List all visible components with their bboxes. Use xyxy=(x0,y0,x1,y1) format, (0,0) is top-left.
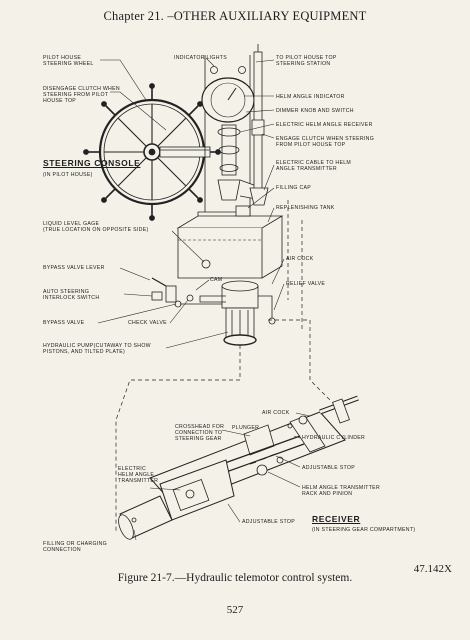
receiver-end-cylinder xyxy=(118,495,173,540)
label-adjustable-stop-right: ADJUSTABLE STOP xyxy=(302,465,355,471)
label-line: ENGAGE CLUTCH WHEN STEERING xyxy=(276,136,375,142)
label-line: ELECTRIC CABLE TO HELM xyxy=(276,160,352,166)
label-line: ADJUSTABLE STOP xyxy=(242,519,296,525)
receiver-title: RECEIVER xyxy=(312,514,361,524)
label-bypass-valve-lever: BYPASS VALVE LEVER xyxy=(43,265,105,271)
label-cam: CAM xyxy=(210,277,222,283)
label-hydraulic-pump: HYDRAULIC PUMP(CUTAWAY TO SHOW PISTONS, … xyxy=(43,343,151,355)
label-electric-helm-receiver: ELECTRIC HELM ANGLE RECEIVER xyxy=(276,122,373,128)
label-to-pilot-house-top: TO PILOT HOUSE TOP STEERING STATION xyxy=(276,55,337,67)
label-line: RELIEF VALVE xyxy=(286,281,326,287)
label-line: HELM ANGLE INDICATOR xyxy=(276,94,345,100)
label-line: HYDRAULIC PUMP(CUTAWAY TO SHOW xyxy=(43,343,151,349)
page-number: 527 xyxy=(226,604,244,616)
figure-caption: Figure 21-7.—Hydraulic telemotor control… xyxy=(117,572,353,584)
label-line: ELECTRIC HELM ANGLE RECEIVER xyxy=(276,122,373,128)
label-air-cock-top: AIR COCK xyxy=(286,256,313,262)
label-dimmer-knob: DIMMER KNOB AND SWITCH xyxy=(276,108,354,114)
label-line: FILLING OR CHARGING xyxy=(43,541,107,547)
label-line: PILOT HOUSE xyxy=(43,55,82,61)
label-line: CAM xyxy=(210,277,223,283)
label-line: INDICATOR LIGHTS xyxy=(174,55,228,61)
label-line: DIMMER KNOB AND SWITCH xyxy=(276,108,354,114)
label-line: CONNECTION TO xyxy=(175,430,223,436)
label-hydraulic-cylinder: HYDRAULIC CYLINDER xyxy=(302,435,365,441)
label-electric-cable: ELECTRIC CABLE TO HELM ANGLE TRANSMITTER xyxy=(276,160,351,172)
label-line: DISENGAGE CLUTCH WHEN xyxy=(43,86,120,92)
bypass-and-valves xyxy=(151,277,222,308)
label-adjustable-stop-bottom: ADJUSTABLE STOP xyxy=(242,519,295,525)
label-line: PISTONS, AND TILTED PLATE) xyxy=(43,349,126,355)
label-line: TO PILOT HOUSE TOP xyxy=(276,55,337,61)
label-line: INTERLOCK SWITCH xyxy=(43,295,100,301)
label-line: FILLING CAP xyxy=(276,185,312,191)
label-line: CHECK VALVE xyxy=(128,320,167,326)
label-electric-helm-transmitter: ELECTRIC HELM ANGLE TRANSMITTER xyxy=(118,466,158,484)
label-line: AIR COCK xyxy=(262,410,290,416)
replenishing-tank xyxy=(176,205,284,279)
label-disengage-clutch: DISENGAGE CLUTCH WHEN STEERING FROM PILO… xyxy=(43,86,120,104)
label-line: REPLENISHING TANK xyxy=(276,205,335,211)
label-line: FROM PILOT HOUSE TOP xyxy=(276,142,346,148)
label-auto-steering-interlock: AUTO STEERING INTERLOCK SWITCH xyxy=(43,289,99,301)
label-line: AUTO STEERING xyxy=(43,289,90,295)
label-indicator-lights: INDICATOR LIGHTS xyxy=(174,55,227,61)
label-line: CROSSHEAD FOR xyxy=(175,424,225,430)
label-line: HYDRAULIC CYLINDER xyxy=(302,435,366,441)
connecting-piping xyxy=(115,200,331,532)
steering-console-subtitle: (IN PILOT HOUSE) xyxy=(43,172,93,178)
label-line: ADJUSTABLE STOP xyxy=(302,465,356,471)
pilot-house-top-shaft xyxy=(249,44,269,206)
label-line: HOUSE TOP xyxy=(43,98,77,104)
chapter-header: Chapter 21. –OTHER AUXILIARY EQUIPMENT xyxy=(103,9,367,23)
console-column xyxy=(201,55,263,216)
receiver-subtitle: (IN STEERING GEAR COMPARTMENT) xyxy=(312,527,416,533)
label-line: HELM ANGLE xyxy=(118,472,155,478)
label-line: PLUNGER xyxy=(232,425,260,431)
label-line: BYPASS VALVE LEVER xyxy=(43,265,105,271)
label-line: CONNECTION xyxy=(43,547,81,553)
figure-number: 47.142X xyxy=(413,563,452,575)
label-engage-clutch: ENGAGE CLUTCH WHEN STEERING FROM PILOT H… xyxy=(276,136,374,148)
label-line: STEERING GEAR xyxy=(175,436,222,442)
wheel-shaft xyxy=(159,146,211,158)
label-line: ANGLE TRANSMITTER xyxy=(276,166,337,172)
label-line: BYPASS VALVE xyxy=(43,320,85,326)
label-line: STEERING STATION xyxy=(276,61,331,67)
hydraulic-pump xyxy=(199,280,276,346)
label-line: LIQUID LEVEL GAGE xyxy=(43,221,100,227)
leader-lines xyxy=(97,57,311,541)
label-line: AIR COCK xyxy=(286,256,314,262)
label-check-valve: CHECK VALVE xyxy=(128,320,167,326)
label-line: RACK AND PINION xyxy=(302,491,353,497)
label-replenishing-tank: REPLENISHING TANK xyxy=(276,205,335,211)
label-line: (TRUE LOCATION ON OPPOSITE SIDE) xyxy=(43,227,149,233)
label-line: HELM ANGLE TRANSMITTER xyxy=(302,485,380,491)
receiver-helm-transmitter xyxy=(159,459,235,521)
label-plunger: PLUNGER xyxy=(232,425,259,431)
label-line: STEERING WHEEL xyxy=(43,61,94,67)
steering-console-title: STEERING CONSOLE xyxy=(43,158,141,168)
label-liquid-level-gage: LIQUID LEVEL GAGE (TRUE LOCATION ON OPPO… xyxy=(43,221,148,233)
label-air-cock-bottom: AIR COCK xyxy=(262,410,289,416)
label-relief-valve: RELIEF VALVE xyxy=(286,281,325,287)
label-helm-angle-indicator: HELM ANGLE INDICATOR xyxy=(276,94,345,100)
label-pilot-house-steering-wheel: PILOT HOUSE STEERING WHEEL xyxy=(43,55,94,67)
label-filling-or-charging: FILLING OR CHARGING CONNECTION xyxy=(43,541,107,553)
label-crosshead: CROSSHEAD FOR CONNECTION TO STEERING GEA… xyxy=(175,424,224,442)
label-line: STEERING FROM PILOT xyxy=(43,92,109,98)
label-line: TRANSMITTER xyxy=(118,478,159,484)
label-bypass-valve: BYPASS VALVE xyxy=(43,320,84,326)
label-line: ELECTRIC xyxy=(118,466,147,472)
label-helm-angle-rack-pinion: HELM ANGLE TRANSMITTER RACK AND PINION xyxy=(302,485,380,497)
label-filling-cap: FILLING CAP xyxy=(276,185,311,191)
